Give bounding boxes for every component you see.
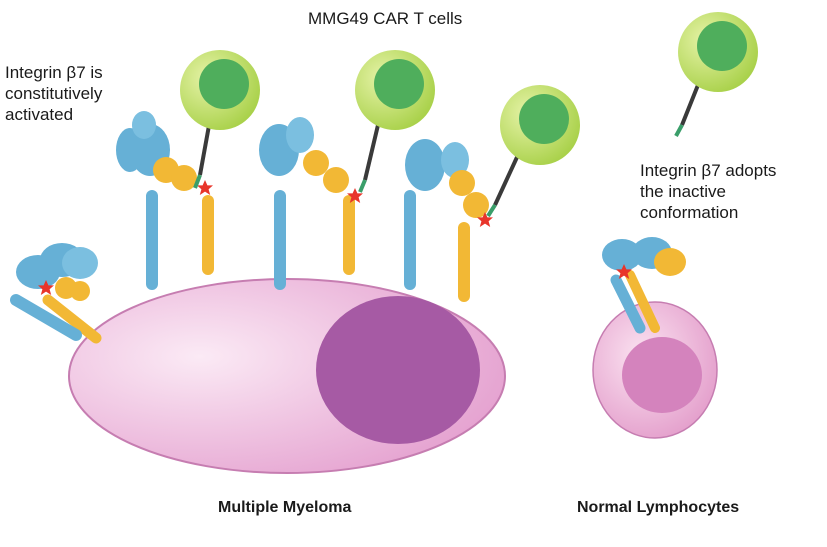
integrin-active-3 [404,139,493,302]
integrin-active-1 [116,111,214,290]
integrin-active-4 [10,243,102,344]
beta7-active-line-3: activated [5,105,74,124]
car-t-cell-2 [355,50,435,193]
myeloma-cell [68,278,506,474]
car-t-cell-3 [486,85,580,218]
lymphocytes-caption: Normal Lymphocytes [577,499,740,516]
beta7-active-note: Integrin β7 is constitutively activated [5,62,103,125]
lymphocyte-nucleus [622,337,702,413]
beta7-inactive-line-3: conformation [640,203,739,222]
beta7-inactive-note: Integrin β7 adopts the inactive conforma… [640,160,776,223]
beta7-inactive-line-1: Integrin β7 adopts [640,161,777,180]
beta7-active-line-2: constitutively [5,84,103,103]
lymphocyte-cell [592,301,718,439]
car-t-cell-4 [674,12,758,137]
car-t-cell-1 [180,50,260,189]
myeloma-nucleus [316,296,480,444]
car-t-title: MMG49 CAR T cells [308,9,463,28]
beta7-inactive-line-2: the inactive [640,182,726,201]
integrin-inactive [602,237,686,334]
myeloma-caption: Multiple Myeloma [218,499,352,516]
integrin-active-2 [259,117,363,290]
beta7-active-line-1: Integrin β7 is [5,63,103,82]
